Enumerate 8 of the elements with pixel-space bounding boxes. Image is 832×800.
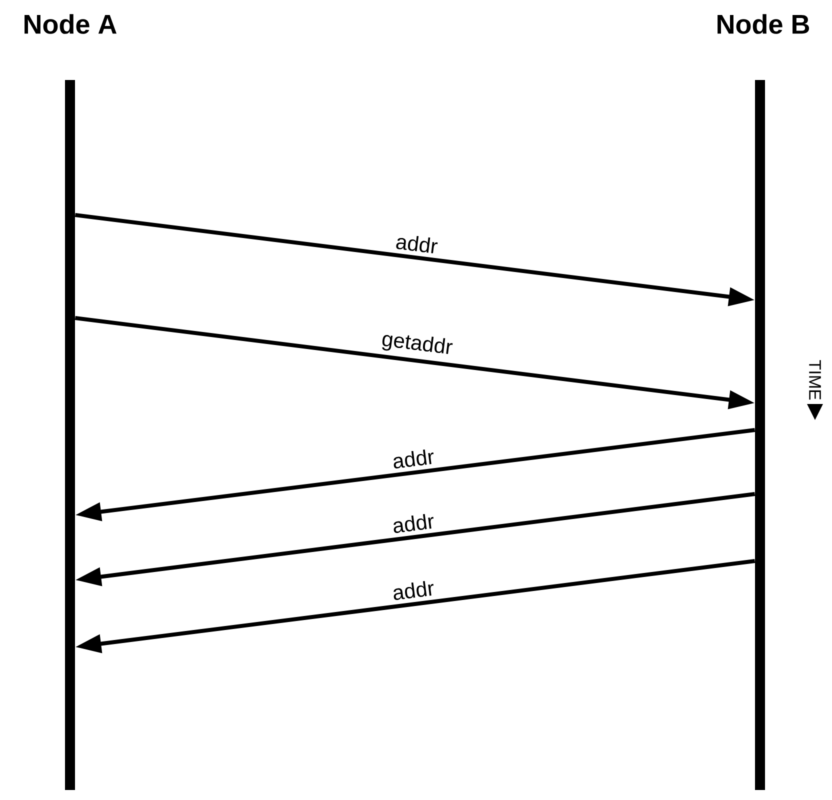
edge-label: addr [396,236,438,254]
edge-label: addr [394,580,434,600]
edge-label: addr [394,450,434,468]
time-label: TIME [809,360,821,400]
lifeline-heading: Node B [718,14,809,34]
lifeline-heading: Node A [24,14,117,34]
edge-label: getaddr [382,335,453,354]
edge-label: addr [394,514,434,533]
